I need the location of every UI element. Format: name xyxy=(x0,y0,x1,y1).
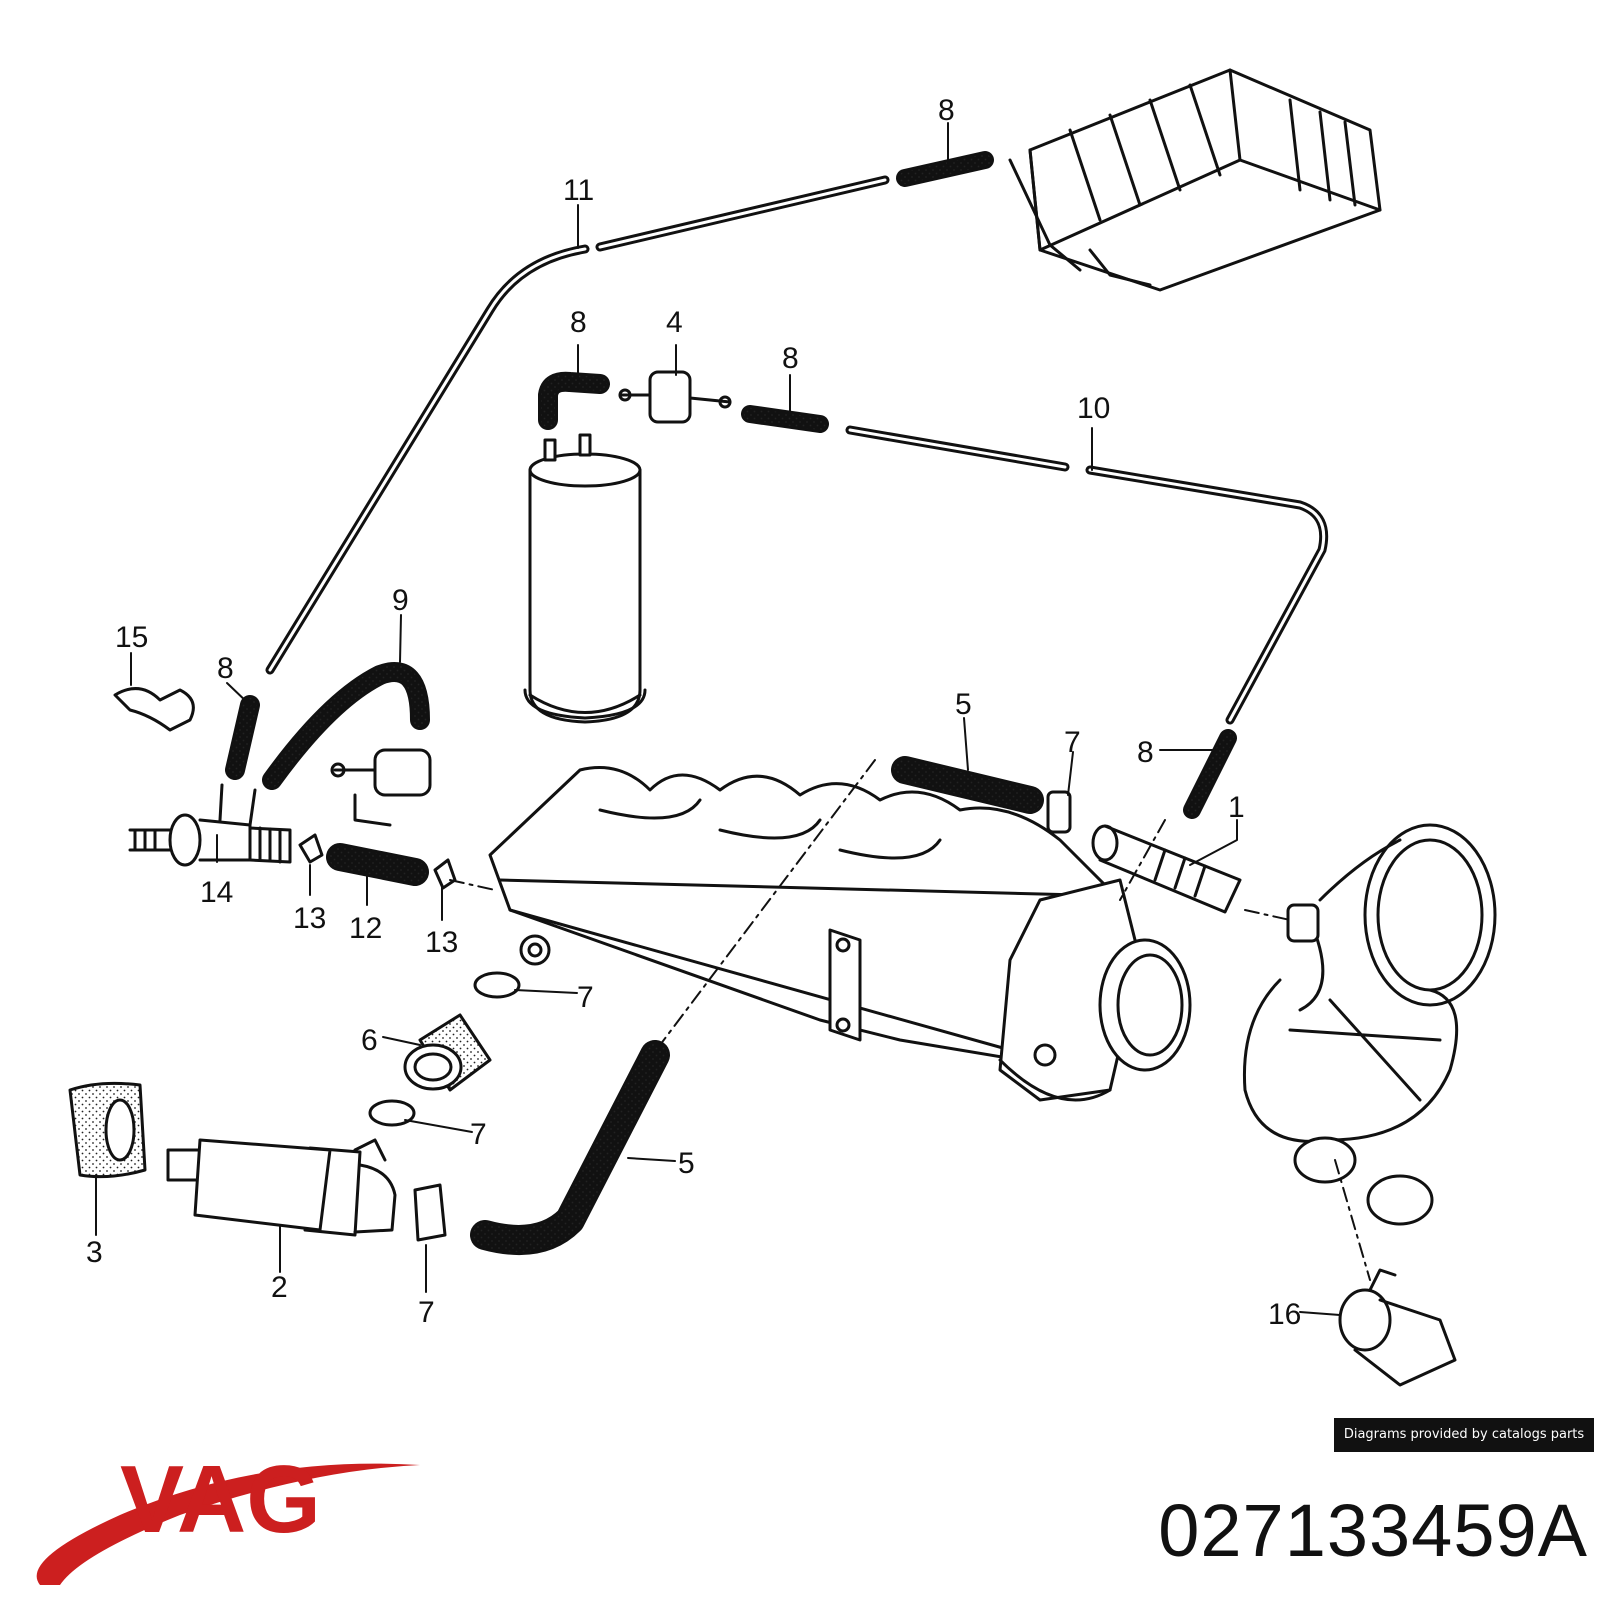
callout-11: 11 xyxy=(563,174,594,207)
callout-7d: 7 xyxy=(418,1296,435,1329)
callout-3: 3 xyxy=(86,1236,103,1269)
throttle-body xyxy=(998,878,1192,1102)
hose-8-bent xyxy=(538,371,610,430)
callout-8a: 8 xyxy=(938,94,955,127)
callout-6: 6 xyxy=(361,1024,378,1057)
line-10 xyxy=(845,425,1329,725)
vacuum-reservoir xyxy=(523,433,647,724)
sensor-16 xyxy=(1338,1268,1457,1387)
diagram-credit: Diagrams provided by catalogs parts xyxy=(1334,1418,1594,1452)
callout-13a: 13 xyxy=(293,902,326,935)
hose-5-top xyxy=(891,756,1044,814)
clip-15 xyxy=(113,687,195,732)
callout-7a: 7 xyxy=(1064,726,1081,759)
callout-13b: 13 xyxy=(425,926,458,959)
callout-8b: 8 xyxy=(570,306,587,339)
connector-1 xyxy=(1091,824,1242,914)
clamp-13-left xyxy=(298,833,324,864)
callout-15: 15 xyxy=(115,621,148,654)
hose-5-bottom xyxy=(470,1040,670,1255)
callout-4: 4 xyxy=(666,306,683,339)
callout-12: 12 xyxy=(349,912,382,945)
hose-8-left xyxy=(225,695,260,780)
callout-14: 14 xyxy=(200,876,233,909)
hose-12 xyxy=(326,843,429,886)
solenoid-valve xyxy=(330,748,432,827)
clamp-7-mid xyxy=(473,971,521,999)
callout-2: 2 xyxy=(271,1271,288,1304)
intake-manifold xyxy=(488,766,1122,1062)
elbow-port xyxy=(1286,903,1320,943)
callout-7b: 7 xyxy=(577,981,594,1014)
hose-8-mid xyxy=(741,405,829,433)
valve-14 xyxy=(128,783,292,867)
logo-swoosh xyxy=(36,1463,421,1585)
pump-2 xyxy=(166,1138,397,1237)
charcoal-canister xyxy=(1008,68,1382,292)
manifold-fitting xyxy=(519,934,551,966)
gasket-3 xyxy=(68,1081,147,1179)
callout-8d: 8 xyxy=(217,652,234,685)
callout-9: 9 xyxy=(392,584,409,617)
clamp-7-bottom xyxy=(413,1183,447,1242)
clamp-7-top xyxy=(1046,790,1072,834)
brand-logo: VAG xyxy=(36,1446,421,1585)
hose-8-right xyxy=(1183,729,1237,819)
callout-8e: 8 xyxy=(1137,736,1154,769)
intake-elbow xyxy=(1242,823,1497,1226)
callout-7c: 7 xyxy=(470,1118,487,1151)
callout-5a: 5 xyxy=(955,688,972,721)
callout-5b: 5 xyxy=(678,1147,695,1180)
callout-8c: 8 xyxy=(782,342,799,375)
callout-16: 16 xyxy=(1268,1298,1301,1331)
hose-8-top xyxy=(896,151,994,187)
brand-name: VAG xyxy=(120,1446,321,1553)
clamp-13-right xyxy=(433,858,457,890)
leader-lines xyxy=(95,122,1341,1316)
assembly-lines xyxy=(449,759,1371,1281)
hose-9 xyxy=(262,662,430,790)
callouts: 1 2 3 4 5 5 6 7 7 7 7 8 8 8 8 8 9 10 11 … xyxy=(86,94,1301,1331)
hose-11 xyxy=(265,175,890,675)
callout-10: 10 xyxy=(1077,392,1110,425)
clamp-7-lower xyxy=(368,1099,416,1127)
valve-4 xyxy=(618,370,732,424)
callout-1: 1 xyxy=(1228,791,1245,824)
part-number: 027133459A xyxy=(1158,1489,1588,1572)
sleeve-6 xyxy=(403,1013,492,1092)
